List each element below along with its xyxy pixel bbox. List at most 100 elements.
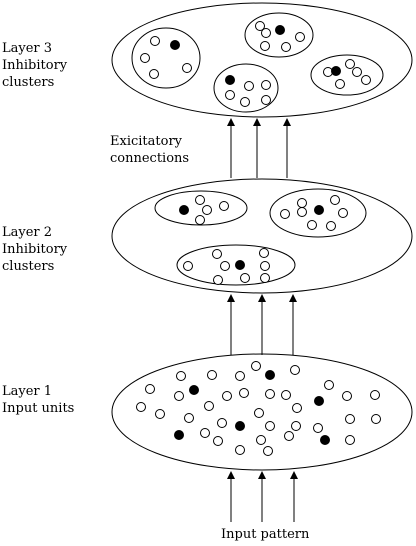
- inactive-unit: [200, 428, 210, 438]
- inactive-unit: [345, 435, 355, 445]
- inactive-unit: [207, 370, 217, 380]
- inactive-unit: [352, 67, 362, 77]
- inactive-unit: [324, 380, 334, 390]
- inactive-unit: [213, 275, 223, 285]
- inactive-unit: [239, 388, 249, 398]
- connections-label: Exicitatory connections: [110, 133, 189, 167]
- layer-3-cluster-2: [244, 12, 314, 58]
- inactive-unit: [265, 389, 275, 399]
- cluster-outline: [310, 54, 384, 96]
- inactive-unit: [136, 402, 146, 412]
- inactive-unit: [150, 36, 160, 46]
- active-unit: [314, 396, 324, 406]
- inactive-unit: [240, 97, 250, 107]
- inactive-unit: [284, 431, 294, 441]
- active-unit: [174, 430, 184, 440]
- inactive-unit: [240, 273, 250, 283]
- inactive-unit: [145, 384, 155, 394]
- inactive-unit: [371, 414, 381, 424]
- inactive-unit: [281, 390, 291, 400]
- inactive-unit: [202, 205, 212, 215]
- inactive-unit: [217, 418, 227, 428]
- layer-3-outer-ellipse: [111, 2, 413, 118]
- inactive-unit: [291, 421, 301, 431]
- inactive-unit: [335, 79, 345, 89]
- inactive-unit: [222, 391, 232, 401]
- layer-3-subtitle-2: clusters: [2, 75, 55, 90]
- inactive-unit: [297, 207, 307, 217]
- inactive-unit: [260, 41, 270, 51]
- inactive-unit: [295, 32, 305, 42]
- inactive-unit: [174, 391, 184, 401]
- inactive-unit: [244, 81, 254, 91]
- inactive-unit: [260, 273, 270, 283]
- inactive-unit: [259, 248, 269, 258]
- layer-2: [111, 178, 413, 294]
- active-unit: [170, 40, 180, 50]
- layer-2-label: Layer 2 Inhibitory clusters: [2, 224, 67, 275]
- layer-3-label: Layer 3 Inhibitory clusters: [2, 40, 67, 91]
- active-unit: [179, 205, 189, 215]
- cluster-outline: [269, 188, 367, 238]
- inactive-unit: [204, 401, 214, 411]
- inactive-unit: [261, 80, 271, 90]
- inactive-unit: [182, 63, 192, 73]
- layer-2-cluster-1: [154, 190, 248, 226]
- layer-1-subtitle: Input units: [2, 401, 75, 416]
- inactive-unit: [342, 391, 352, 401]
- layer-2-cluster-2: [269, 188, 367, 238]
- layer-2-subtitle-1: Inhibitory: [2, 242, 68, 257]
- input-arrows: [227, 471, 298, 522]
- connections-label-line-2: connections: [110, 151, 190, 166]
- inactive-unit: [255, 21, 265, 31]
- active-unit: [225, 75, 235, 85]
- inactive-unit: [225, 90, 235, 100]
- inactive-unit: [261, 28, 271, 38]
- inactive-unit: [345, 59, 355, 69]
- inactive-unit: [184, 413, 194, 423]
- inactive-unit: [176, 371, 186, 381]
- layer-3-cluster-1: [131, 27, 201, 89]
- inactive-unit: [313, 423, 323, 433]
- active-unit: [331, 66, 341, 76]
- active-unit: [314, 205, 324, 215]
- inactive-unit: [361, 75, 371, 85]
- cluster-outline: [176, 244, 296, 286]
- layer-1-title: Layer 1: [2, 384, 53, 399]
- inactive-unit: [260, 261, 270, 271]
- inactive-unit: [149, 69, 159, 79]
- inactive-unit: [345, 414, 355, 424]
- active-unit: [235, 421, 245, 431]
- inactive-unit: [281, 42, 291, 52]
- inactive-unit: [330, 195, 340, 205]
- cluster-outline: [154, 190, 248, 226]
- active-unit: [189, 385, 199, 395]
- inactive-unit: [290, 365, 300, 375]
- inactive-unit: [219, 201, 229, 211]
- inactive-unit: [235, 445, 245, 455]
- layer-1-outer-ellipse: [111, 353, 413, 471]
- active-unit: [275, 25, 285, 35]
- inactive-unit: [213, 436, 223, 446]
- inactive-unit: [155, 409, 165, 419]
- inactive-unit: [235, 371, 245, 381]
- inactive-unit: [256, 435, 266, 445]
- cluster-outline: [213, 63, 279, 113]
- inactive-unit: [292, 403, 302, 413]
- layer-2-subtitle-2: clusters: [2, 259, 55, 274]
- inactive-unit: [265, 421, 275, 431]
- inactive-unit: [297, 198, 307, 208]
- layer-3-title: Layer 3: [2, 41, 53, 56]
- inactive-unit: [280, 209, 290, 219]
- excitatory-arrows-middle: [227, 294, 297, 355]
- layer-1: [111, 353, 413, 471]
- layer-2-title: Layer 2: [2, 225, 53, 240]
- inactive-unit: [251, 361, 261, 371]
- inactive-unit: [140, 53, 150, 63]
- inactive-unit: [261, 95, 271, 105]
- inactive-unit: [195, 195, 205, 205]
- inactive-unit: [254, 408, 264, 418]
- inactive-unit: [307, 220, 317, 230]
- layer-3-cluster-3: [213, 63, 279, 113]
